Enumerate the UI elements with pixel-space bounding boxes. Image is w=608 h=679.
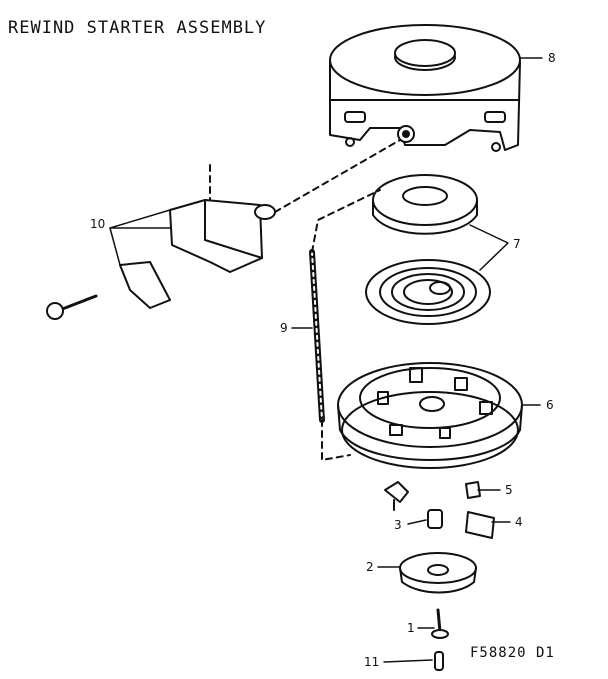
callout-10: 10 (90, 217, 105, 231)
center-screw (431, 608, 449, 639)
spring-cover (372, 174, 478, 235)
leader-lines (109, 57, 543, 663)
drawing-code: F58820 D1 (470, 645, 555, 661)
callout-4: 4 (515, 515, 523, 529)
retainer-pin (434, 651, 444, 671)
recoil-spring (365, 259, 491, 325)
starter-rope (309, 189, 381, 461)
callout-3: 3 (394, 518, 402, 532)
pulley (337, 362, 523, 469)
ratchet-cup (399, 552, 477, 594)
diagram-title: REWIND STARTER ASSEMBLY (8, 18, 267, 38)
starter-handle (46, 139, 401, 320)
callout-1: 1 (407, 621, 415, 635)
small-parts (384, 481, 495, 539)
callout-11: 11 (364, 655, 379, 669)
callout-6: 6 (546, 398, 554, 412)
callout-8: 8 (548, 51, 556, 65)
callout-5: 5 (505, 483, 513, 497)
callout-9: 9 (280, 321, 288, 335)
callout-7: 7 (513, 237, 521, 251)
starter-housing (329, 24, 521, 152)
callout-labels: 8 10 7 9 6 5 4 3 2 1 11 (90, 51, 556, 669)
callout-2: 2 (366, 560, 374, 574)
